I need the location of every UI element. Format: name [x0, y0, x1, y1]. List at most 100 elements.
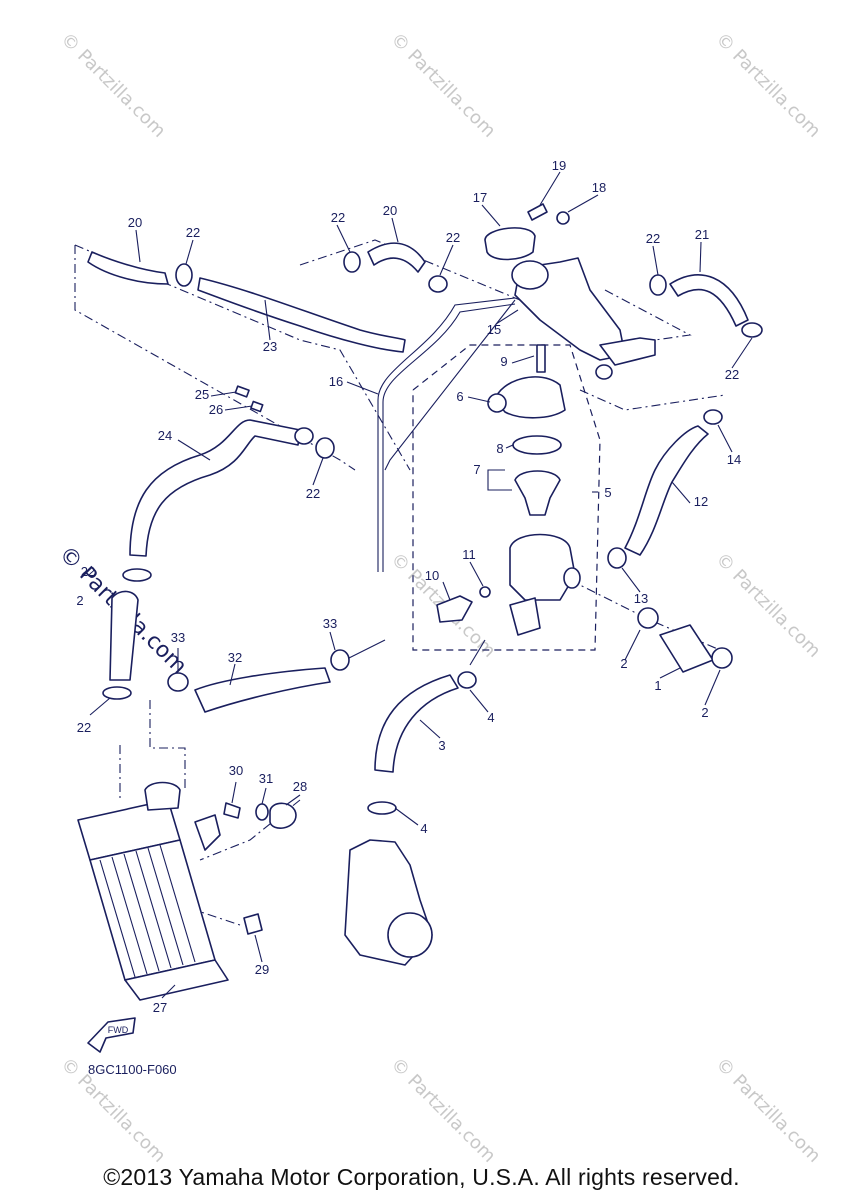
- clamp-33-a[interactable]: [167, 672, 189, 692]
- ref-hose-3-line: [469, 639, 486, 666]
- clamp-2-a[interactable]: [637, 607, 659, 629]
- clamp-22-a[interactable]: [175, 263, 193, 287]
- hose-16-edge: [382, 303, 516, 572]
- fwd-label: FWD: [108, 1025, 129, 1035]
- hose-24[interactable]: [129, 419, 301, 557]
- clamp-22-g[interactable]: [102, 686, 132, 700]
- clamp-4-b[interactable]: [367, 801, 397, 815]
- diagram-code: 8GC1100-F060: [88, 1062, 177, 1077]
- hose-32[interactable]: [194, 667, 331, 713]
- plug-25[interactable]: [234, 385, 250, 398]
- hose-3[interactable]: [374, 674, 459, 773]
- clip-26[interactable]: [250, 400, 264, 413]
- thermostat-cover[interactable]: [494, 376, 566, 419]
- damper-28[interactable]: [269, 802, 297, 829]
- bolt-9[interactable]: [536, 344, 546, 373]
- callout-2-a: 2: [620, 656, 627, 671]
- hose-16[interactable]: [377, 297, 516, 572]
- copyright-text: ©2013 Yamaha Motor Corporation, U.S.A. A…: [103, 1164, 740, 1190]
- radiator-core[interactable]: [89, 839, 216, 981]
- o-ring-8[interactable]: [512, 435, 562, 455]
- watermarks: © Partzilla.com © Partzilla.com © Partzi…: [54, 29, 825, 1167]
- ref-line-top: [299, 239, 521, 301]
- gasket-11[interactable]: [479, 586, 491, 598]
- ref-line-29: [109, 859, 241, 926]
- hose-20-center[interactable]: [367, 242, 426, 273]
- clamp-22-g-top[interactable]: [122, 568, 152, 582]
- callout-12: 12: [694, 494, 708, 509]
- watermark-5: © Partzilla.com: [711, 549, 824, 662]
- callout-32: 32: [228, 650, 242, 665]
- callout-6: 6: [456, 389, 463, 404]
- hose-24-end: [294, 427, 314, 445]
- radiator-cap[interactable]: [484, 227, 536, 261]
- callout-22-d: 22: [646, 231, 660, 246]
- thermostat-housing[interactable]: [509, 533, 576, 601]
- callout-19: 19: [552, 158, 566, 173]
- clamp-22-b[interactable]: [343, 251, 361, 273]
- callout-2-b: 2: [701, 705, 708, 720]
- callout-31: 31: [259, 771, 273, 786]
- hose-1[interactable]: [659, 624, 714, 673]
- fwd-arrow: [87, 1017, 136, 1053]
- callout-4-a: 4: [487, 710, 494, 725]
- callout-3: 3: [438, 738, 445, 753]
- collar-31[interactable]: [255, 803, 269, 821]
- bolt-19[interactable]: [527, 203, 548, 221]
- callout-11: 11: [462, 547, 476, 562]
- callout-22-f: 22: [306, 486, 320, 501]
- callout-22-c: 22: [446, 230, 460, 245]
- callout-7: 7: [473, 462, 480, 477]
- clamp-4-a[interactable]: [457, 671, 477, 689]
- callout-13: 13: [634, 591, 648, 606]
- radiator-bracket: [194, 814, 221, 851]
- callout-14: 14: [727, 452, 741, 467]
- watermark-3: © Partzilla.com: [711, 29, 824, 142]
- bolt-29[interactable]: [243, 913, 263, 935]
- callout-22-h: 22: [77, 720, 91, 735]
- ref-line-33: [149, 700, 186, 790]
- reservoir-neck: [511, 260, 549, 290]
- callout-9: 9: [500, 354, 507, 369]
- bolt-30[interactable]: [223, 802, 241, 819]
- clamp-22-e[interactable]: [741, 322, 763, 338]
- clamp-13[interactable]: [607, 547, 627, 569]
- callout-20-center: 20: [383, 203, 397, 218]
- clamp-2-b[interactable]: [711, 647, 733, 669]
- hose-16-connector: [384, 299, 516, 471]
- callout-17: 17: [473, 190, 487, 205]
- callout-23: 23: [263, 339, 277, 354]
- hose-21[interactable]: [669, 274, 749, 327]
- hose-12[interactable]: [624, 425, 709, 556]
- hose-2-left[interactable]: [109, 590, 139, 681]
- clamp-22-d[interactable]: [649, 274, 667, 296]
- callout-2-c: 2: [76, 593, 83, 608]
- callout-27: 27: [153, 1000, 167, 1015]
- callout-29: 29: [255, 962, 269, 977]
- clamp-33-b[interactable]: [330, 649, 350, 671]
- clamp-22-c[interactable]: [428, 275, 448, 293]
- callout-labels: 19 18 17 20 22 23 22 20 22 22 21 22 15 1…: [76, 158, 741, 1015]
- radiator-bottom: [124, 959, 229, 1001]
- reservoir-outlet: [599, 337, 656, 366]
- collar-18[interactable]: [556, 211, 570, 225]
- callout-1: 1: [654, 678, 661, 693]
- callout-33-b: 33: [323, 616, 337, 631]
- clamp-14[interactable]: [703, 409, 723, 425]
- callout-33-a: 33: [171, 630, 185, 645]
- housing-lower-port: [509, 597, 541, 636]
- callout-28: 28: [293, 779, 307, 794]
- watermark-2: © Partzilla.com: [386, 29, 499, 142]
- hose-23[interactable]: [197, 277, 406, 353]
- temp-sensor-10[interactable]: [436, 595, 473, 623]
- ref-line-14: [579, 389, 726, 411]
- callout-22-g: 22: [81, 564, 95, 579]
- thermostat[interactable]: [514, 470, 561, 516]
- ref-line-right: [604, 289, 692, 346]
- clamp-22-f[interactable]: [315, 437, 335, 459]
- watermark-7: © Partzilla.com: [386, 1054, 499, 1167]
- hose-20-left[interactable]: [87, 251, 169, 285]
- callout-21: 21: [695, 227, 709, 242]
- pump-impeller-cover: [387, 912, 433, 958]
